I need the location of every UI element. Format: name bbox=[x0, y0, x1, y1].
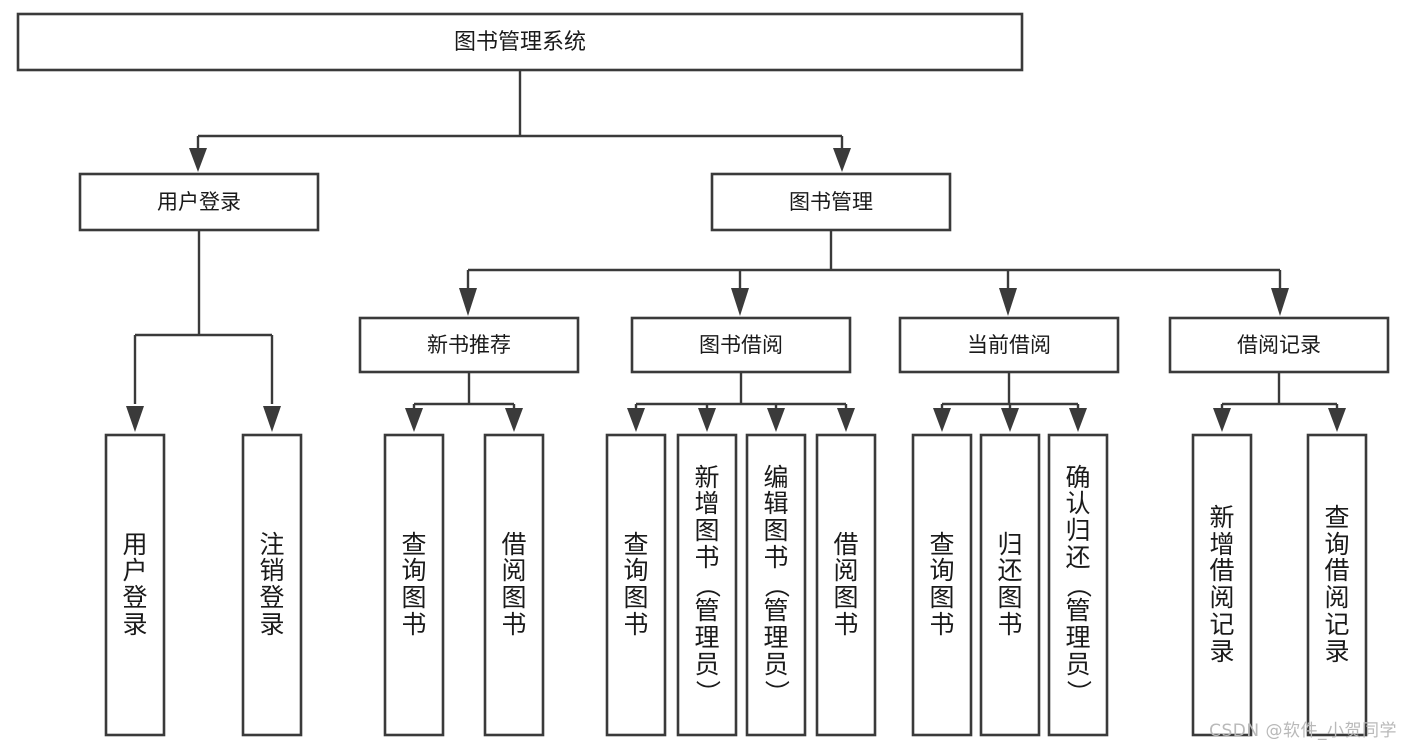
node-root-box bbox=[16, 12, 1024, 72]
leaf-box-query-book-2[interactable] bbox=[605, 433, 667, 737]
csdn-watermark: CSDN @软件_小贺同学 bbox=[1209, 721, 1397, 741]
arrow-to-leaf-return-book bbox=[1001, 408, 1019, 432]
leaf-box-return-book[interactable] bbox=[979, 433, 1041, 737]
connector-root-to-level1 bbox=[189, 70, 851, 172]
arrow-to-leaf-logout bbox=[263, 406, 281, 432]
leaf-box-borrow-book-2[interactable] bbox=[815, 433, 877, 737]
connector-new-book-rec-to-leaves bbox=[405, 372, 523, 432]
node-new-book-rec-label: 新书推荐 bbox=[427, 333, 511, 357]
arrow-to-borrow-record bbox=[1271, 288, 1289, 316]
arrow-to-leaf-add-record bbox=[1213, 408, 1231, 432]
arrow-to-leaf-edit-book bbox=[767, 408, 785, 432]
leaf-box-add-book[interactable] bbox=[676, 433, 738, 737]
connector-current-borrow-to-leaves bbox=[933, 372, 1087, 432]
node-new-book-rec-box bbox=[358, 316, 580, 374]
connector-book-borrow-to-leaves bbox=[627, 372, 855, 432]
node-borrow-record-label: 借阅记录 bbox=[1237, 333, 1321, 357]
arrow-to-user-login bbox=[189, 148, 207, 172]
node-root-label: 图书管理系统 bbox=[454, 30, 586, 55]
arrow-to-leaf-borrow-book-2 bbox=[837, 408, 855, 432]
node-book-manage[interactable]: 图书管理 bbox=[710, 172, 952, 232]
leaf-box-query-book-3[interactable] bbox=[911, 433, 973, 737]
node-user-login-box bbox=[78, 172, 320, 232]
arrow-to-leaf-query-book-3 bbox=[933, 408, 951, 432]
leaf-box-borrow-book-1[interactable] bbox=[483, 433, 545, 737]
leaf-box-query-record[interactable] bbox=[1306, 433, 1368, 737]
leaf-box-user-login[interactable] bbox=[104, 433, 166, 737]
node-root[interactable]: 图书管理系统 bbox=[16, 12, 1024, 72]
node-book-borrow-label: 图书借阅 bbox=[699, 333, 783, 357]
connector-user-login-to-leaves bbox=[126, 230, 281, 432]
node-user-login-label: 用户登录 bbox=[157, 190, 241, 214]
connector-book-manage-to-level2 bbox=[459, 230, 1289, 316]
arrow-to-book-borrow bbox=[731, 288, 749, 316]
node-user-login[interactable]: 用户登录 bbox=[78, 172, 320, 232]
node-current-borrow-box bbox=[898, 316, 1120, 374]
arrow-to-leaf-query-record bbox=[1328, 408, 1346, 432]
arrow-to-book-manage bbox=[833, 148, 851, 172]
leaf-box-logout[interactable] bbox=[241, 433, 303, 737]
leaf-box-query-book-1[interactable] bbox=[383, 433, 445, 737]
node-new-book-rec[interactable]: 新书推荐 bbox=[358, 316, 580, 374]
arrow-to-leaf-borrow-book-1 bbox=[505, 408, 523, 432]
arrow-to-leaf-query-book-2 bbox=[627, 408, 645, 432]
leaf-box-confirm-return[interactable] bbox=[1047, 433, 1109, 737]
arrow-to-leaf-user-login bbox=[126, 406, 144, 432]
leaf-box-edit-book[interactable] bbox=[745, 433, 807, 737]
node-current-borrow-label: 当前借阅 bbox=[967, 333, 1051, 357]
leaf-box-add-record[interactable] bbox=[1191, 433, 1253, 737]
node-borrow-record[interactable]: 借阅记录 bbox=[1168, 316, 1390, 374]
node-current-borrow[interactable]: 当前借阅 bbox=[898, 316, 1120, 374]
arrow-to-leaf-confirm-return bbox=[1069, 408, 1087, 432]
arrow-to-leaf-query-book-1 bbox=[405, 408, 423, 432]
arrow-to-current-borrow bbox=[999, 288, 1017, 316]
arrow-to-new-book-rec bbox=[459, 288, 477, 316]
arrow-to-leaf-add-book bbox=[698, 408, 716, 432]
node-book-manage-label: 图书管理 bbox=[789, 190, 873, 214]
connector-borrow-record-to-leaves bbox=[1213, 372, 1346, 432]
node-book-borrow[interactable]: 图书借阅 bbox=[630, 316, 852, 374]
